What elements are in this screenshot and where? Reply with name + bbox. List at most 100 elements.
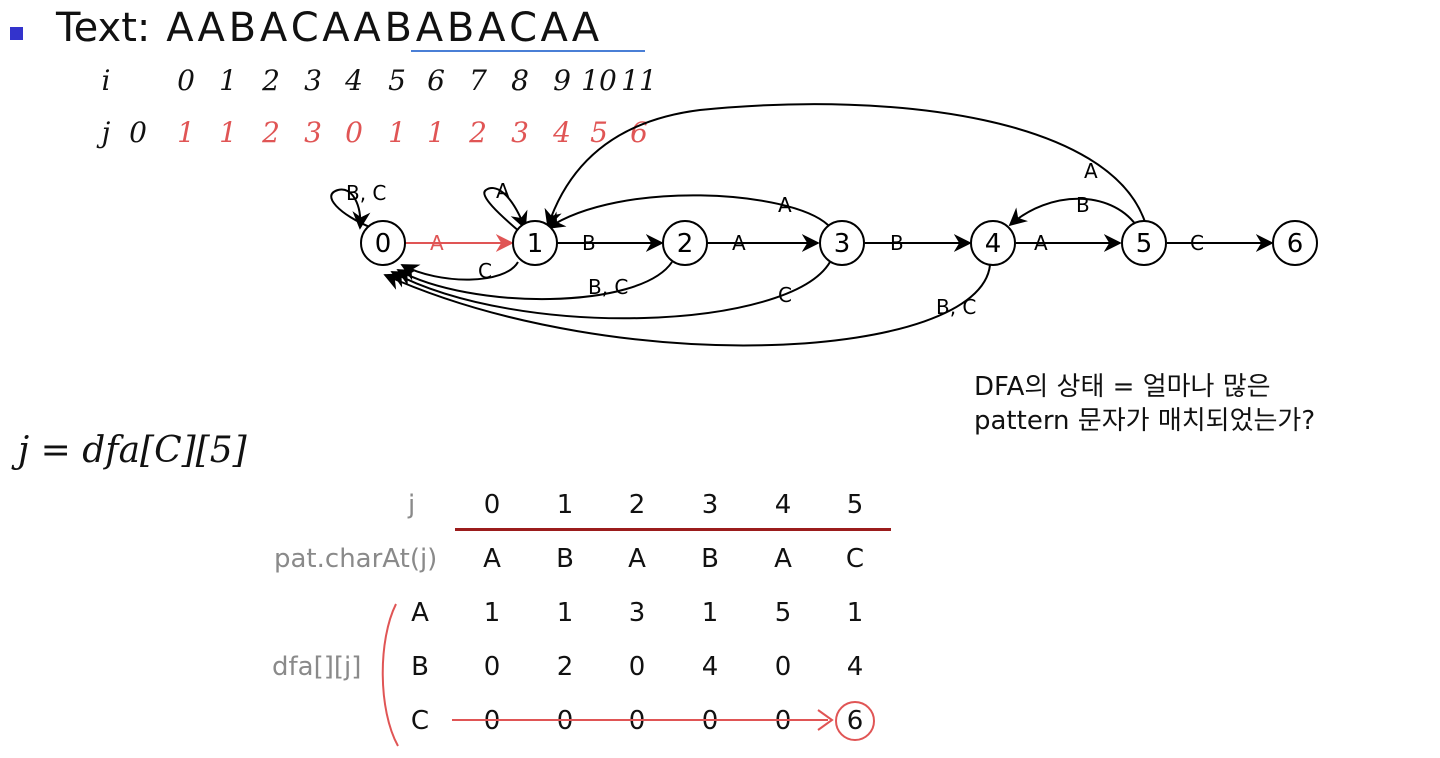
table-pattern-cell: C: [845, 544, 865, 574]
text-char: A: [478, 5, 506, 51]
table-row-char: B: [411, 652, 429, 682]
label-3-0: C: [778, 283, 792, 307]
edge-self-0: [330, 188, 373, 230]
table-cell: 4: [701, 652, 719, 682]
edge-3-1: [546, 194, 829, 229]
table-cell: 4: [846, 652, 864, 682]
j-value: 3: [511, 116, 529, 149]
text-char: C: [509, 5, 537, 51]
text-line: Text:AABACAABABACAA: [56, 4, 601, 52]
table-cell: 0: [483, 652, 501, 682]
i-label: i: [101, 64, 111, 97]
state-node-3: [819, 220, 865, 266]
label-5-4: B: [1076, 193, 1090, 217]
text-char: A: [322, 5, 350, 51]
table-pattern-cell: B: [556, 544, 574, 574]
note-line-1: DFA의 상태 = 얼마나 많은: [974, 372, 1271, 402]
j-value: 4: [553, 116, 571, 149]
state-node-1: [512, 220, 558, 266]
i-value: 1: [219, 64, 237, 97]
i-value: 10: [581, 64, 617, 97]
table-col-header: 2: [628, 490, 646, 520]
table-cell: 3: [628, 598, 646, 628]
j-value: 1: [177, 116, 195, 149]
bullet-square-icon: [10, 27, 23, 40]
table-col-header: 4: [774, 490, 792, 520]
label-3-4: B: [890, 231, 904, 255]
table-cell: 2: [556, 652, 574, 682]
result-circle: [835, 701, 875, 741]
text-char: A: [259, 5, 288, 51]
edge-3-0: [390, 261, 831, 320]
note-line-2: pattern 문자가 매치되었는가?: [974, 406, 1316, 436]
table-header-rule: [455, 528, 891, 531]
j-value: 1: [427, 116, 445, 149]
j-value: 2: [262, 116, 280, 149]
table-cell: 0: [628, 652, 646, 682]
i-value: 4: [345, 64, 363, 97]
i-value: 11: [621, 64, 657, 97]
label-1-2: B: [582, 231, 596, 255]
label-1-0: C: [478, 259, 492, 283]
table-col-header: 0: [483, 490, 501, 520]
note-box: DFA의 상태 = 얼마나 많은 pattern 문자가 매치되었는가?: [970, 366, 1428, 444]
state-label-4: 4: [985, 229, 1002, 259]
table-pattern-cell: A: [628, 544, 646, 574]
pattern-underline: [411, 50, 645, 52]
table-row-char: A: [411, 598, 429, 628]
state-label-1: 1: [527, 229, 544, 259]
i-value: 7: [469, 64, 487, 97]
label-2-0: B, C: [588, 275, 628, 299]
j-start: 0: [129, 116, 147, 149]
edge-5-1: [544, 103, 1146, 228]
label-0-1: A: [430, 231, 444, 255]
i-value: 0: [177, 64, 195, 97]
table-col-header: 1: [556, 490, 574, 520]
text-char: A: [197, 5, 225, 51]
state-node-2: [662, 220, 708, 266]
i-value: 6: [427, 64, 445, 97]
state-label-3: 3: [834, 229, 851, 259]
edge-5-4: [1008, 197, 1137, 227]
dfa-edges: [330, 103, 1274, 347]
table-pattern-label: pat.charAt(j): [274, 544, 438, 574]
text-char: C: [290, 5, 319, 51]
text-char: B: [384, 5, 412, 51]
table-pattern-cell: A: [483, 544, 501, 574]
j-value: 2: [469, 116, 487, 149]
state-node-5: [1121, 220, 1167, 266]
j-value: 0: [345, 116, 363, 149]
edge-self-1: [483, 187, 528, 233]
edge-4-0: [383, 264, 991, 347]
state-label-2: 2: [677, 229, 694, 259]
row-c-strike-arrow: [452, 709, 834, 731]
state-label-5: 5: [1136, 229, 1153, 259]
table-pattern-cell: B: [701, 544, 719, 574]
label-3-1: A: [778, 193, 792, 217]
state-node-4: [970, 220, 1016, 266]
j-label: j: [101, 116, 111, 149]
text-char: B: [446, 5, 475, 51]
text-label: Text:: [56, 5, 151, 51]
table-col-header: 5: [846, 490, 864, 520]
text-char: B: [228, 5, 257, 51]
text-char: A: [571, 5, 600, 51]
j-value: 1: [219, 116, 237, 149]
label-5-1: A: [1084, 159, 1098, 183]
table-dfa-label: dfa[][j]: [272, 652, 362, 682]
label-4-5: A: [1034, 231, 1048, 255]
handwritten-formula: j = dfa[C][5]: [18, 430, 247, 471]
table-cell: 5: [774, 598, 792, 628]
table-row-char: C: [410, 706, 430, 736]
label-self-0: B, C: [346, 181, 386, 205]
state-label-6: 6: [1287, 229, 1304, 259]
label-2-3: A: [732, 231, 746, 255]
table-cell: 0: [774, 652, 792, 682]
table-j-header: j: [408, 490, 416, 520]
text-char: A: [166, 5, 194, 51]
i-value: 8: [511, 64, 529, 97]
text-char: A: [415, 5, 444, 51]
label-4-0: B, C: [936, 295, 976, 319]
state-node-0: [360, 220, 406, 266]
